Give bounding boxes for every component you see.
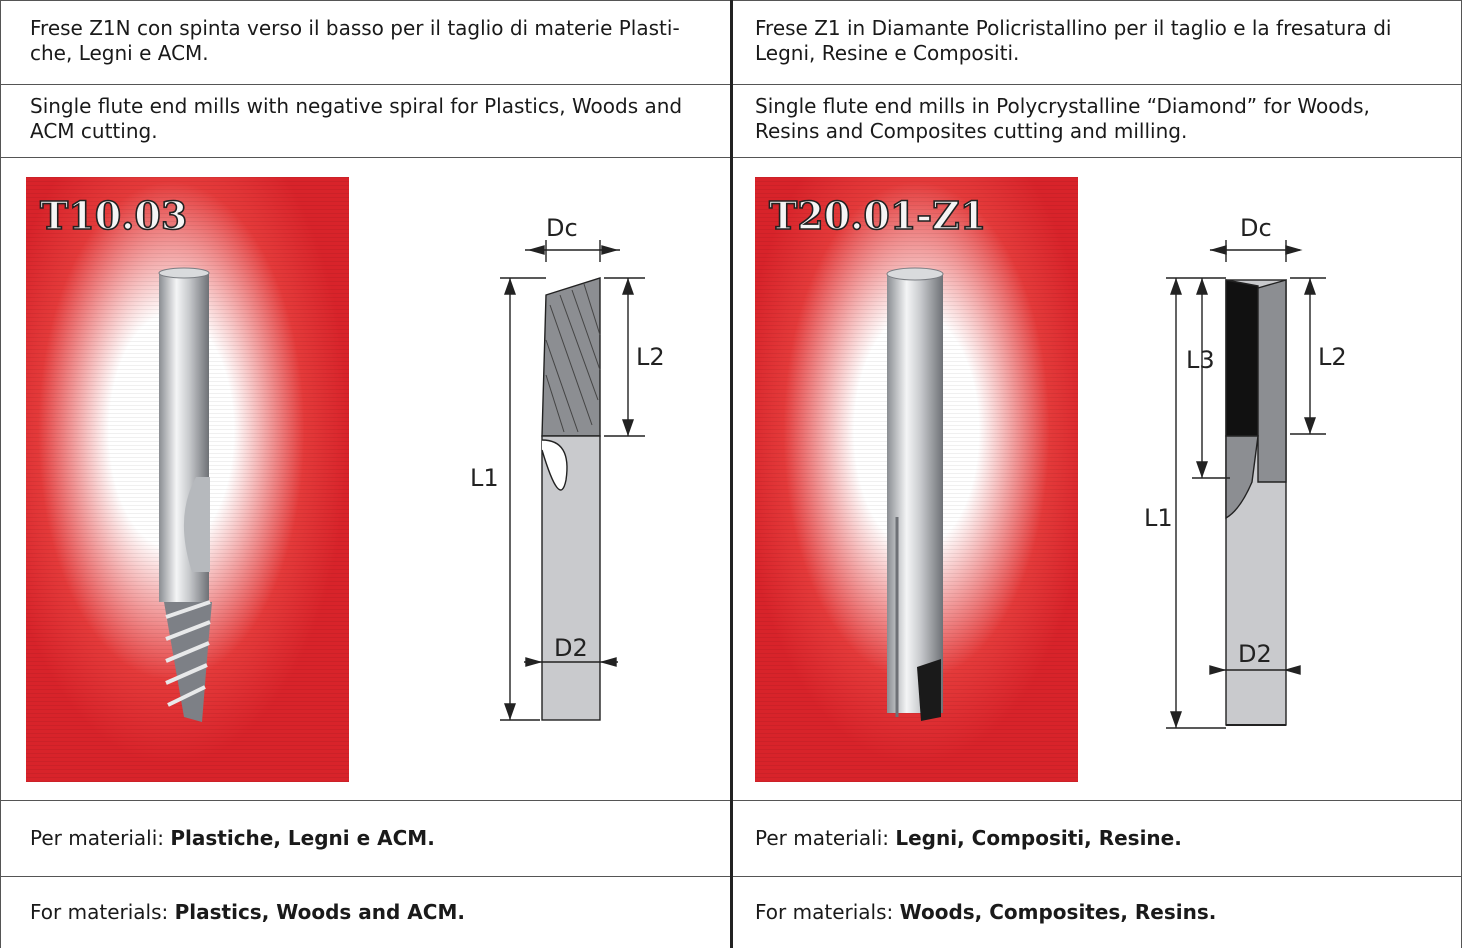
product-code: T10.03 [40,193,187,238]
left-desc-en-text: Single flute end mills with negative spi… [30,94,683,143]
right-desc-en-text: Single flute end mills in Polycrystallin… [755,94,1370,143]
right-materials-it: Per materiali: Legni, Compositi, Resine. [733,800,1461,876]
product-code: T20.01-Z1 [769,193,986,238]
dim-l2-label: L2 [1318,343,1347,371]
dim-dc-label: Dc [546,214,578,242]
product-photo-t10-03: T10.03 [26,177,349,782]
dimension-drawing-right: Dc L2 L3 L1 D2 [1144,200,1380,740]
materials-label: For materials: [755,899,900,924]
right-desc-it: Frese Z1 in Diamante Policristallino per… [733,0,1461,84]
left-desc-it: Frese Z1N con spinta verso il basso per … [8,0,730,84]
materials-value: Legni, Compositi, Resine. [895,825,1182,850]
dim-l1-label: L1 [470,464,499,492]
materials-value: Plastiche, Legni e ACM. [170,825,435,850]
materials-label: For materials: [30,899,175,924]
materials-label: Per materiali: [30,825,171,850]
left-materials-it: Per materiali: Plastiche, Legni e ACM. [8,800,730,876]
materials-value: Plastics, Woods and ACM. [174,899,465,924]
right-desc-it-text: Frese Z1 in Diamante Policristallino per… [755,16,1392,65]
dim-l3-label: L3 [1186,346,1215,374]
right-desc-en: Single flute end mills in Polycrystallin… [733,84,1461,157]
dim-l1-label: L1 [1144,504,1173,532]
left-desc-en: Single flute end mills with negative spi… [8,84,730,157]
left-desc-it-text: Frese Z1N con spinta verso il basso per … [30,16,680,65]
dim-l2-label: L2 [636,343,665,371]
materials-label: Per materiali: [755,825,896,850]
dim-d2-label: D2 [554,634,588,662]
dim-d2-label: D2 [1238,640,1272,668]
dimension-drawing-left: Dc L2 L1 D2 [460,200,700,740]
grid-line [0,0,1,948]
dim-dc-label: Dc [1240,214,1272,242]
right-materials-en: For materials: Woods, Composites, Resins… [733,876,1461,948]
column-divider [730,0,733,948]
materials-value: Woods, Composites, Resins. [899,899,1217,924]
left-materials-en: For materials: Plastics, Woods and ACM. [8,876,730,948]
product-photo-t20-01-z1: T20.01-Z1 [755,177,1078,782]
